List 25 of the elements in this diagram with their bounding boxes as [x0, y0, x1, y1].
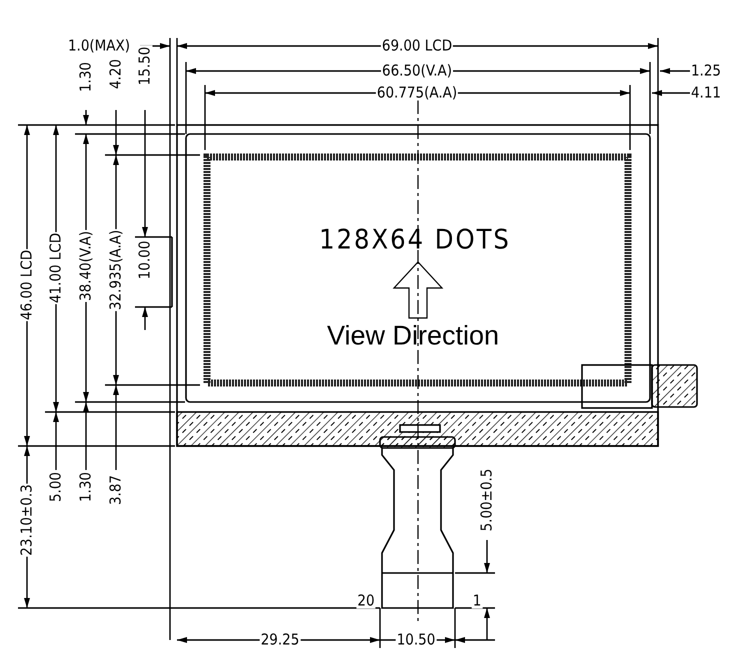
dimension-label: 15.50 — [138, 46, 152, 86]
dimension-label: 5.00 — [48, 470, 64, 504]
dimension-label: 60.775(A.A) — [376, 86, 458, 100]
dimension-label: 5.00±0.5 — [480, 468, 494, 532]
dimension-label: 1.0(MAX) — [66, 38, 132, 54]
dimension-label: 10.50 — [396, 632, 436, 648]
dimension-label: 4.20 — [108, 58, 124, 90]
dimension-label: 66.50(V.A) — [381, 64, 453, 78]
dimension-label: 23.10±0.3 — [20, 483, 34, 557]
dimension-label: 38.40(V.A) — [78, 230, 94, 302]
pin-number: 20 — [356, 594, 376, 608]
dimension-label: 3.87 — [108, 474, 124, 506]
dimension-label: 1.30 — [78, 60, 94, 94]
dimension-label: 41.00 LCD — [48, 232, 64, 304]
dimension-label: 10.00 — [138, 240, 152, 280]
dimension-label: 46.00 LCD — [20, 248, 34, 322]
pin-number: 1 — [472, 594, 482, 608]
view-direction-text: View Direction — [326, 322, 500, 350]
dimension-label: 32.935(A.A) — [108, 228, 124, 312]
resolution-text: 128X64 DOTS — [318, 226, 512, 254]
dimension-label: 69.00 LCD — [380, 38, 454, 54]
dimension-label: 4.11 — [690, 86, 722, 100]
dimension-label: 1.30 — [78, 470, 94, 504]
dimension-label: 29.25 — [260, 632, 300, 648]
dimension-label: 1.25 — [690, 64, 722, 78]
